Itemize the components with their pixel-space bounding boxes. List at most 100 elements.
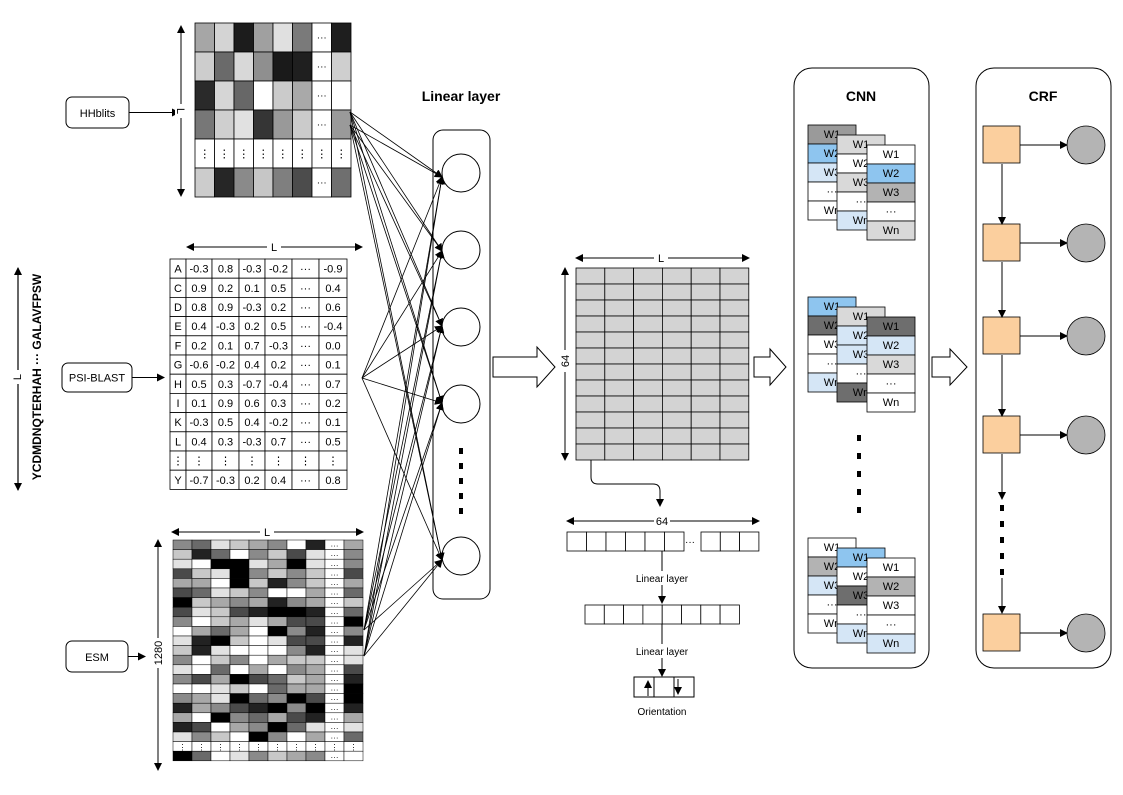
psiblast-cell-value: -0.3 <box>243 436 262 448</box>
vector-cell <box>566 531 587 552</box>
hhblits-cell <box>331 80 352 111</box>
psiblast-cell-value: 0.9 <box>191 283 206 295</box>
cnn-kernel-label: ··· <box>856 368 867 380</box>
esm-cell <box>191 558 212 570</box>
esm-cell <box>343 568 364 579</box>
esm-cell <box>210 712 231 723</box>
esm-cell <box>210 597 231 608</box>
orientation-branch: 64 ··· Linear layer Linear layer Orienta… <box>566 460 760 718</box>
fully-connected-edges <box>349 111 445 657</box>
psiblast-cell-value: 0.2 <box>325 398 340 410</box>
hidden-vector-cell <box>719 604 740 625</box>
esm-cell <box>286 722 307 733</box>
esm-cell <box>229 683 250 694</box>
psiblast-cell-value: -0.2 <box>269 264 288 276</box>
esm-cell <box>229 722 250 733</box>
esm-vdots: ⋮ <box>293 743 301 752</box>
feature-map-cell <box>604 267 634 285</box>
psiblast-cell-value: 0.4 <box>271 475 286 487</box>
esm-cell <box>191 674 212 685</box>
esm-cell <box>267 616 288 627</box>
esm-cell <box>305 606 326 618</box>
esm-ellipsis: ··· <box>331 580 339 589</box>
esm-cell <box>248 597 269 608</box>
cnn-kernel-label: W3 <box>883 600 900 612</box>
fc-edge <box>349 124 444 404</box>
hhblits-cell <box>194 109 215 140</box>
esm-vdots: ⋮ <box>274 743 282 752</box>
esm-cell <box>286 731 307 742</box>
esm-cell <box>248 626 269 637</box>
psiblast-cell-value: ··· <box>300 398 311 410</box>
vector-ellipsis: ··· <box>685 537 695 548</box>
psiblast-cell-value: 0.7 <box>325 379 340 391</box>
psiblast-cell-value: -0.9 <box>324 264 343 276</box>
esm-cell <box>267 587 288 598</box>
hhblits-ellipsis: ··· <box>317 62 327 73</box>
esm-cell <box>343 654 364 666</box>
esm-cell <box>191 597 212 608</box>
esm-cell <box>248 558 269 570</box>
esm-cell <box>286 626 307 637</box>
esm-cell <box>305 558 326 570</box>
psiblast-cell-value: 0.2 <box>191 340 206 352</box>
esm-cell <box>267 702 288 714</box>
feature-map-cell <box>575 315 606 333</box>
psiblast-cell-value: 0.2 <box>271 360 286 372</box>
esm-cell <box>286 635 307 646</box>
esm-cell <box>267 654 288 666</box>
cnn-kernel-label: ··· <box>827 358 838 370</box>
hhblits-ellipsis: ··· <box>317 178 327 189</box>
hhblits-cell <box>194 22 215 53</box>
hhblits-vdots: ⋮ <box>277 149 288 161</box>
feature-map-cell <box>633 299 663 317</box>
esm-cell <box>210 626 231 637</box>
cnn-kernel-label: W2 <box>883 168 900 180</box>
cnn-kernel-label: W2 <box>853 571 870 583</box>
esm-cell <box>286 558 307 570</box>
hhblits-cell <box>214 51 235 82</box>
fc-edge <box>349 111 445 561</box>
hhblits-cell <box>214 22 235 53</box>
psiblast-cell-value: 0.3 <box>218 436 233 448</box>
esm-cell <box>229 616 250 627</box>
esm-cell <box>343 626 364 637</box>
esm-cell <box>229 578 250 589</box>
esm-matrix: L 1280 ·································… <box>151 525 364 771</box>
esm-ellipsis: ··· <box>331 714 339 723</box>
cnn-kernel-label: W3 <box>853 349 870 361</box>
hhblits-cell <box>233 167 254 198</box>
esm-cell <box>172 549 193 560</box>
esm-cell <box>248 549 269 560</box>
esm-cell <box>267 750 288 762</box>
esm-cell <box>248 539 269 550</box>
esm-cell <box>229 606 250 618</box>
cnn-kernel-label: W3 <box>824 580 841 592</box>
vector-cell <box>644 531 665 552</box>
esm-cell <box>172 578 193 589</box>
psiblast-cell-value: I <box>176 398 179 410</box>
esm-cell <box>191 587 212 598</box>
crf-state-node <box>982 316 1021 355</box>
psiblast-cell-value: F <box>175 340 182 352</box>
psiblast-length-label: L <box>271 242 277 254</box>
fc-edge <box>361 176 444 379</box>
esm-cell <box>191 626 212 637</box>
feature-map-cell <box>575 283 606 301</box>
esm-cell <box>229 558 250 570</box>
esm-cell <box>210 635 231 646</box>
feature-map-cell <box>633 395 663 413</box>
hhblits-cell <box>272 167 293 198</box>
esm-cell <box>210 674 231 685</box>
esm-cell <box>210 683 231 694</box>
fc-edge <box>363 325 445 631</box>
esm-cell <box>248 731 269 742</box>
fc-edge <box>349 124 443 252</box>
cnn-kernel-label: W1 <box>853 552 870 564</box>
esm-ellipsis: ··· <box>331 570 339 579</box>
hhblits-cell <box>292 80 313 111</box>
cnn-kernel-label: Wn <box>824 377 841 389</box>
psiblast-cell-value: 0.2 <box>244 475 259 487</box>
esm-cell <box>286 568 307 579</box>
